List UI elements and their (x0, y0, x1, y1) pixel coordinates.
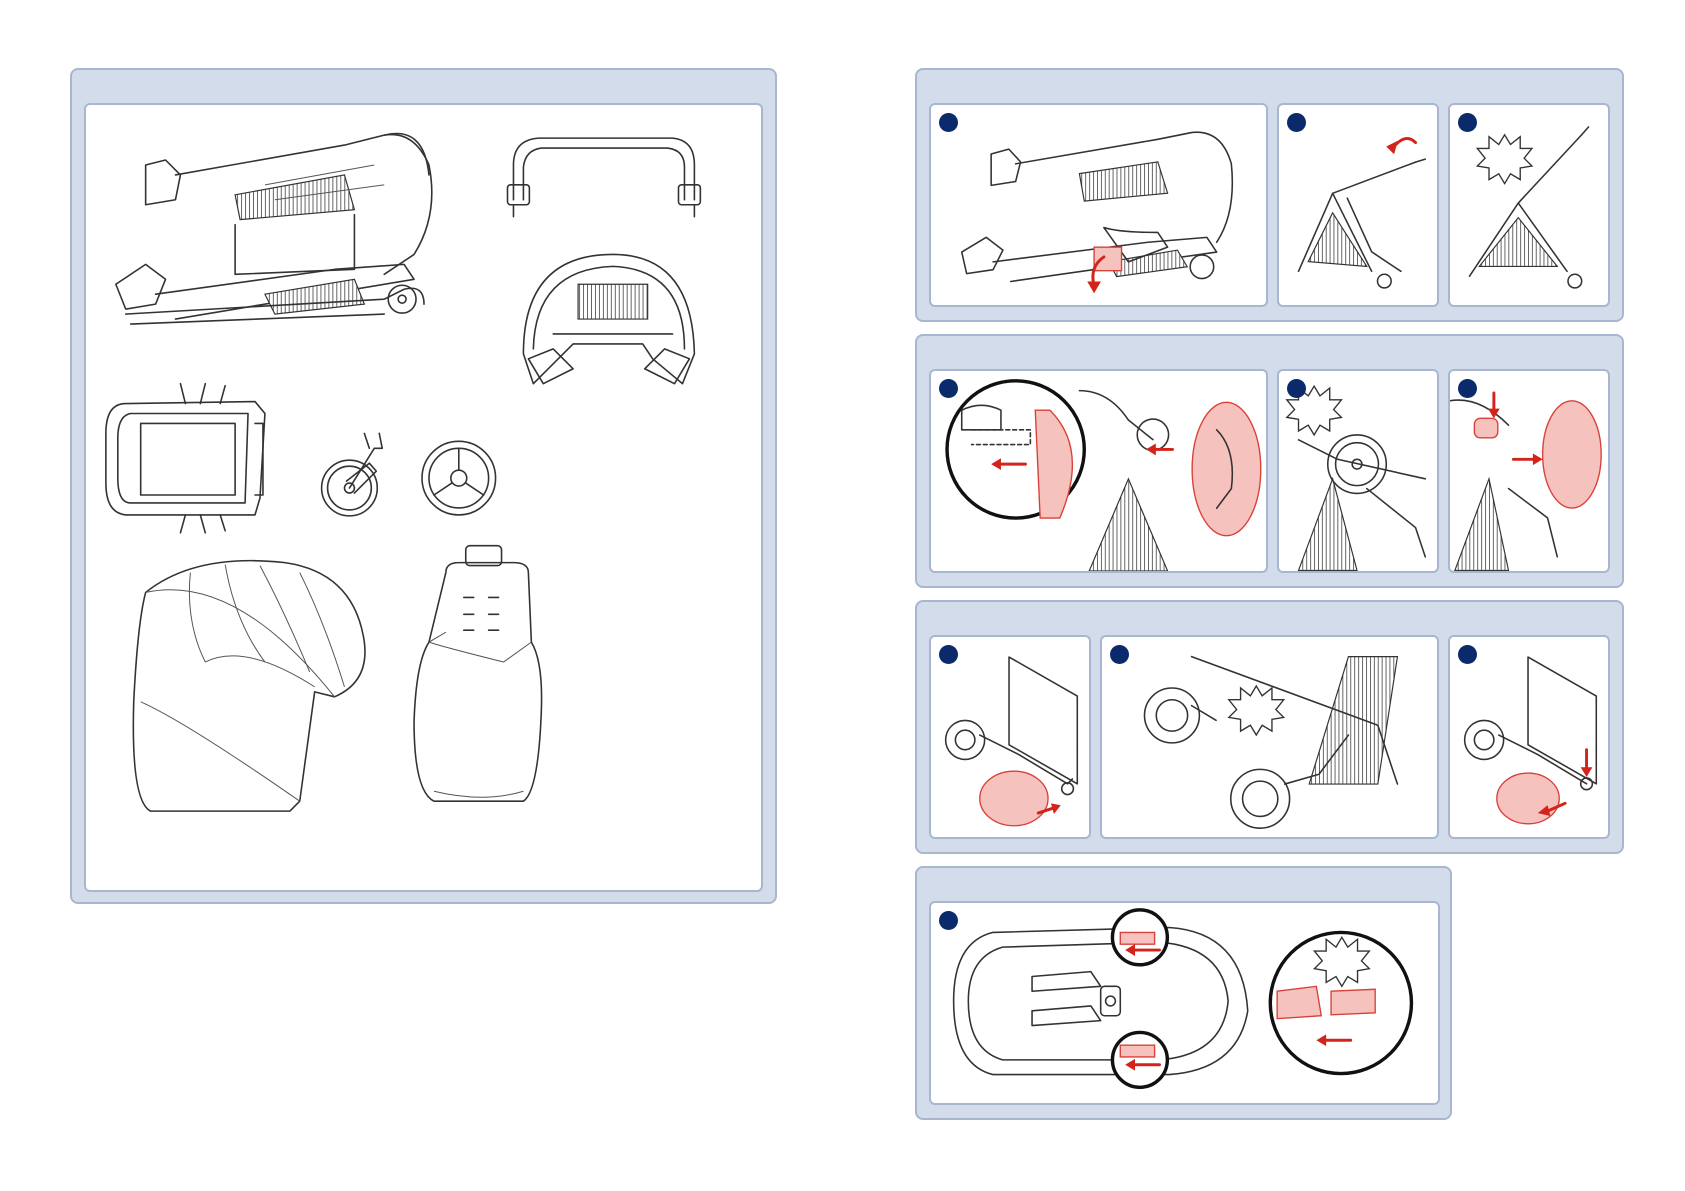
step-1b-illustration (1279, 105, 1437, 305)
step-2c-illustration (1450, 371, 1608, 571)
step-group-2 (915, 334, 1624, 588)
step-number-dot (939, 645, 958, 664)
step-number-dot (1287, 379, 1306, 398)
zoom-detail-circle (1112, 1032, 1167, 1087)
front-swivel-wheel-icon (322, 433, 383, 516)
canopy-hood-icon (523, 254, 694, 383)
step-2a-panel (929, 369, 1268, 573)
contents-panel (70, 68, 777, 904)
step-group-4 (915, 866, 1452, 1120)
rear-wheel-icon (422, 441, 496, 515)
step-number-dot (1287, 113, 1306, 132)
step-2b-panel (1277, 369, 1439, 573)
step-1b-panel (1277, 103, 1439, 307)
step-number-dot (939, 379, 958, 398)
step-group-3 (915, 600, 1624, 854)
step-number-dot (1458, 379, 1477, 398)
step-1c-panel (1448, 103, 1610, 307)
step-2c-panel (1448, 369, 1610, 573)
step-3c-illustration (1450, 637, 1608, 837)
step-3b-panel (1100, 635, 1439, 839)
footmuff-icon (414, 546, 542, 801)
click-burst-icon (1229, 686, 1284, 735)
step-1c-illustration (1450, 105, 1608, 305)
bumper-bar-icon (508, 138, 701, 217)
stroller-frame-icon (116, 133, 432, 324)
contents-illustration-area (84, 103, 763, 892)
contents-illustrations (86, 105, 761, 890)
rain-cover-icon (133, 561, 365, 812)
step-4a-panel (929, 901, 1440, 1105)
step-3b-illustration (1102, 637, 1437, 837)
step-4a-illustration (931, 903, 1438, 1103)
step-1a-panel (929, 103, 1268, 307)
step-3c-panel (1448, 635, 1610, 839)
click-burst-icon (1477, 135, 1532, 184)
seat-unit-icon (106, 384, 265, 533)
step-group-1 (915, 68, 1624, 322)
step-number-dot (939, 911, 958, 930)
step-number-dot (1110, 645, 1129, 664)
step-2a-illustration (931, 371, 1266, 571)
step-number-dot (1458, 645, 1477, 664)
step-1a-illustration (931, 105, 1266, 305)
step-number-dot (939, 113, 958, 132)
step-number-dot (1458, 113, 1477, 132)
step-3a-panel (929, 635, 1091, 839)
step-2b-illustration (1279, 371, 1437, 571)
step-3a-illustration (931, 637, 1089, 837)
